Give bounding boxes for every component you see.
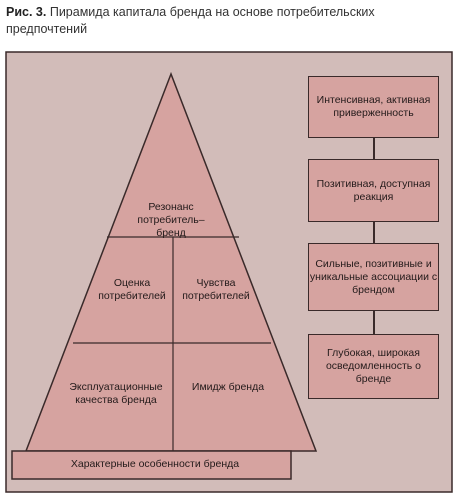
- pyramid-base-label: Характерные особенности бренда: [70, 458, 240, 470]
- figure-caption: Рис. 3. Пирамида капитала бренда на осно…: [6, 4, 446, 38]
- pyramid-level3-left-label: Эксплуатационные качества бренда: [69, 381, 163, 406]
- figure-label: Рис. 3.: [6, 5, 47, 19]
- pyramid-level2-right-label: Чувства потребителей: [182, 277, 250, 302]
- ladder-connector-2: [373, 222, 375, 243]
- ladder-box-loyalty: Интенсивная, активная приверженность: [308, 76, 439, 138]
- brand-equity-diagram: Резонанс потребитель–бренд Оценка потреб…: [5, 51, 453, 493]
- pyramid-top-label: Резонанс потребитель–бренд: [137, 201, 205, 239]
- ladder-connector-3: [373, 311, 375, 334]
- ladder-connector-1: [373, 138, 375, 159]
- pyramid-level3-right-label: Имидж бренда: [191, 381, 265, 393]
- ladder-box-awareness: Глубокая, широкая осведомленность о брен…: [308, 334, 439, 399]
- pyramid-base-band: [11, 450, 292, 480]
- ladder-box-associations: Сильные, позитивные и уникальные ассоциа…: [308, 243, 439, 311]
- figure-title: Пирамида капитала бренда на основе потре…: [6, 5, 375, 36]
- ladder-box-reaction: Позитивная, доступная реакция: [308, 159, 439, 222]
- pyramid-level2-left-label: Оценка потребителей: [98, 277, 166, 302]
